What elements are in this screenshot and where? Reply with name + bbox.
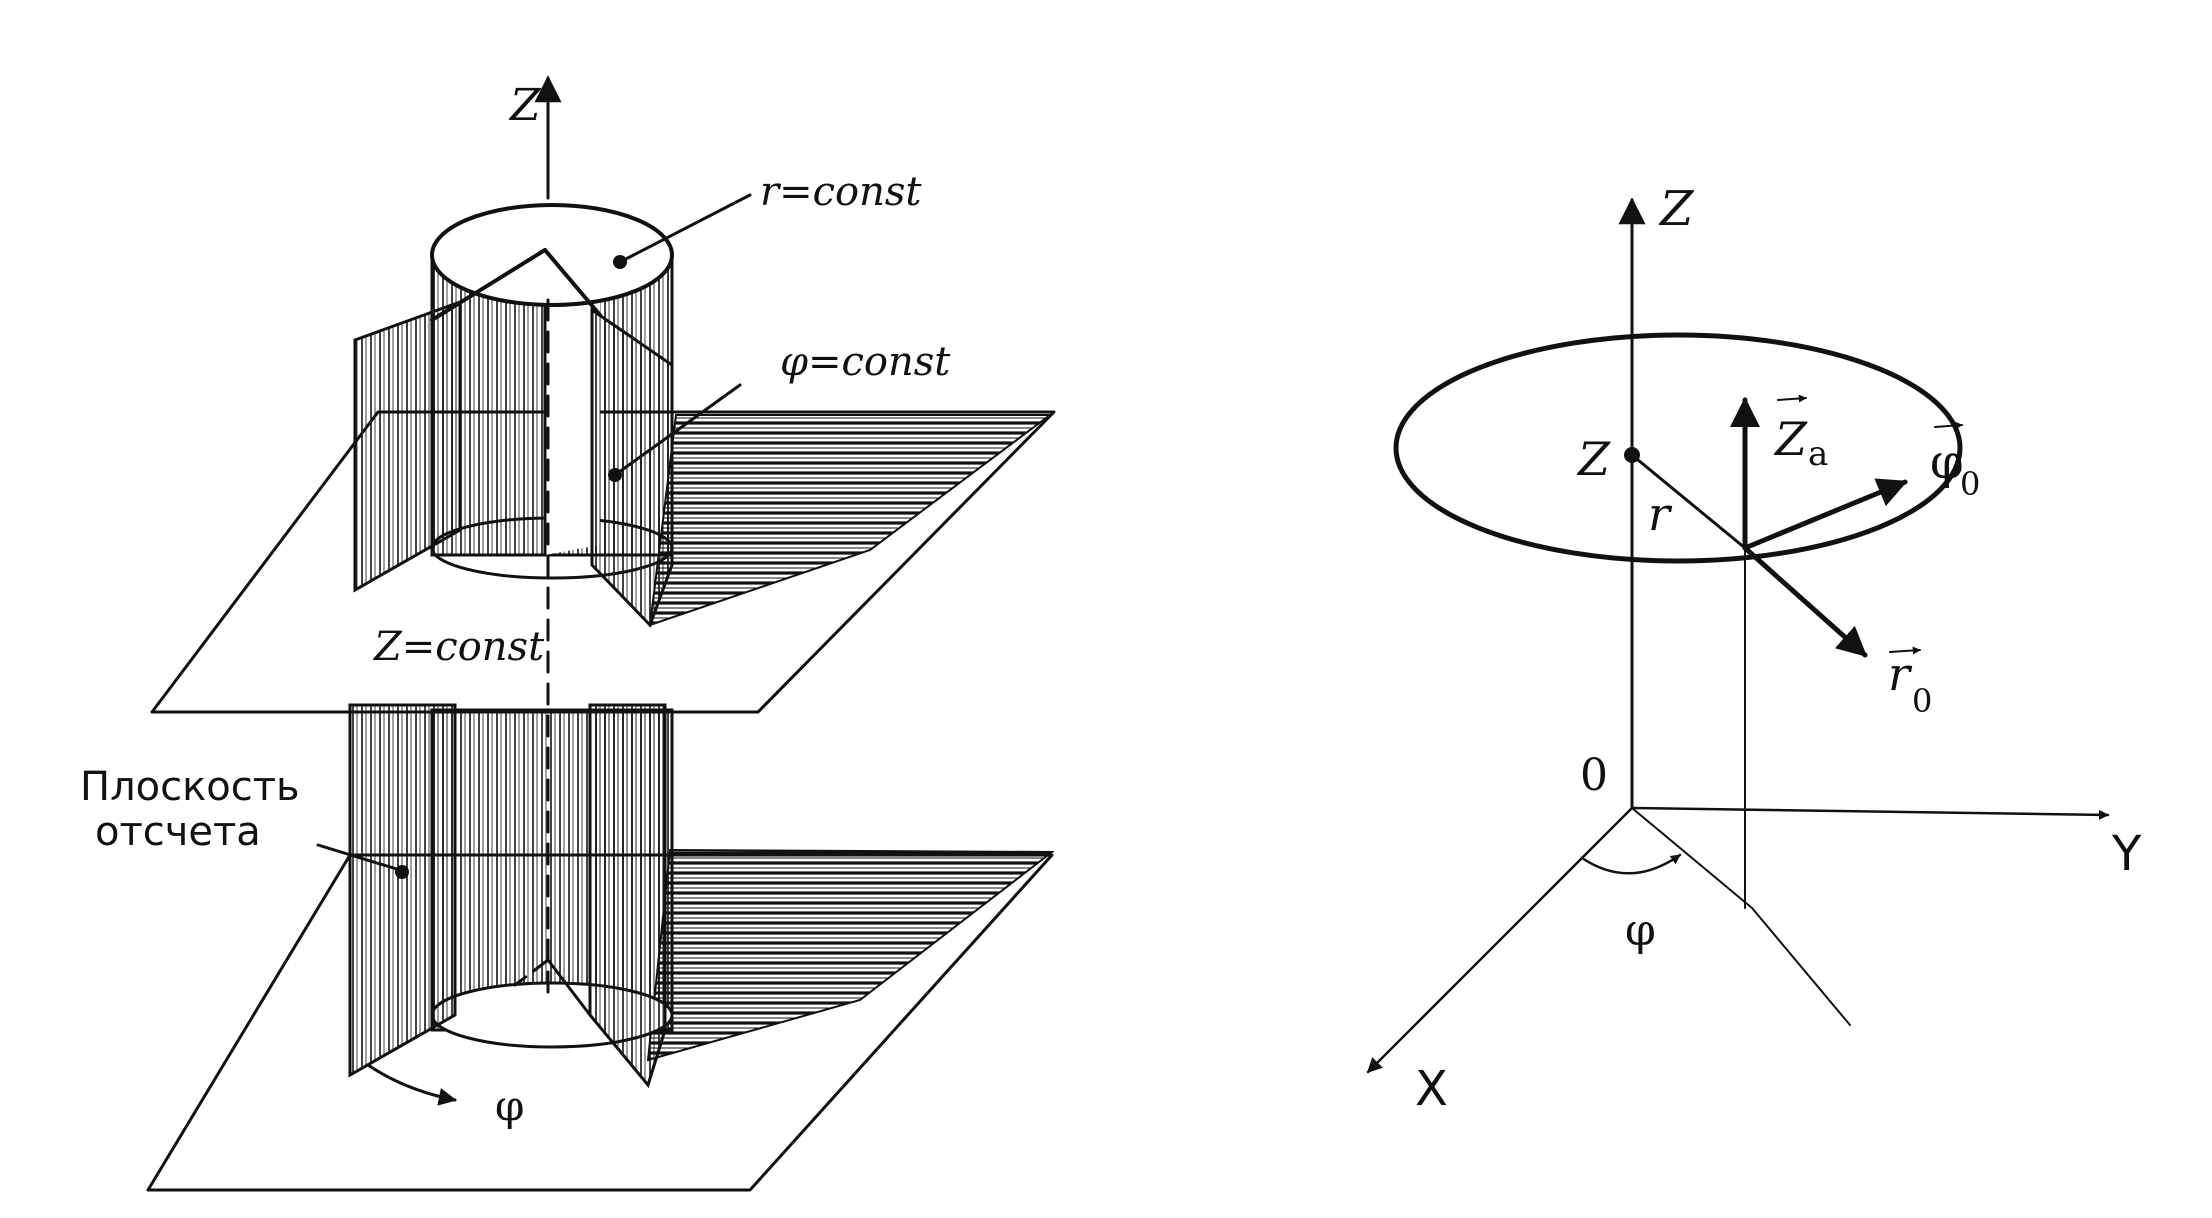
- x-axis: [1366, 806, 1634, 1074]
- reference-plane-label-line2: отсчета: [95, 809, 261, 855]
- top-plane-hatched-region: [648, 414, 1053, 627]
- radius-label: r: [1648, 487, 1673, 541]
- bottom-phi-half-plane: [588, 703, 667, 1089]
- upper-reference-half-plane: [353, 299, 462, 593]
- point-z-label: Z: [1576, 432, 1611, 486]
- cylinder-label: r=const: [760, 169, 922, 215]
- right-figure: Z Y X 0 φ Z r Z a: [1366, 181, 2142, 1117]
- svg-text:φ: φ: [1930, 434, 1964, 490]
- right-z-axis-label: Z: [1658, 181, 1695, 237]
- svg-text:Z: Z: [1773, 412, 1808, 466]
- unit-r-vector: [1742, 545, 1868, 658]
- phi-const-half-plane: [590, 307, 674, 628]
- left-figure: Z r=const φ=const Z=const Плоскость отсч…: [80, 75, 1056, 1192]
- left-angle-label: φ: [495, 1081, 524, 1130]
- svg-text:0: 0: [1960, 465, 1980, 503]
- svg-text:0: 0: [1912, 682, 1932, 720]
- halfplane-label: φ=const: [780, 339, 951, 385]
- svg-text:a: a: [1808, 434, 1828, 474]
- unit-r-label: r 0: [1888, 646, 1932, 720]
- unit-phi-label: φ 0: [1930, 421, 1980, 503]
- reference-half-plane: [348, 703, 457, 1078]
- unit-z-label: Z a: [1773, 394, 1828, 474]
- svg-text:r: r: [1888, 647, 1913, 701]
- right-angle-label: φ: [1625, 905, 1656, 956]
- x-axis-label: X: [1415, 1061, 1448, 1117]
- cylinder-top-face: [430, 203, 674, 307]
- unit-phi-vector: [1742, 478, 1908, 551]
- plane-label: Z=const: [372, 624, 545, 670]
- bottom-plane-hatched-region: [646, 848, 1055, 1062]
- y-axis: [1630, 806, 2110, 820]
- origin-label: 0: [1580, 750, 1608, 801]
- coordinate-circle: [1393, 332, 1963, 564]
- middle-plane: [150, 410, 1056, 714]
- reference-plane-label-line1: Плоскость: [80, 764, 300, 810]
- y-axis-label: Y: [2111, 826, 2142, 882]
- left-z-axis-label: Z: [508, 80, 542, 131]
